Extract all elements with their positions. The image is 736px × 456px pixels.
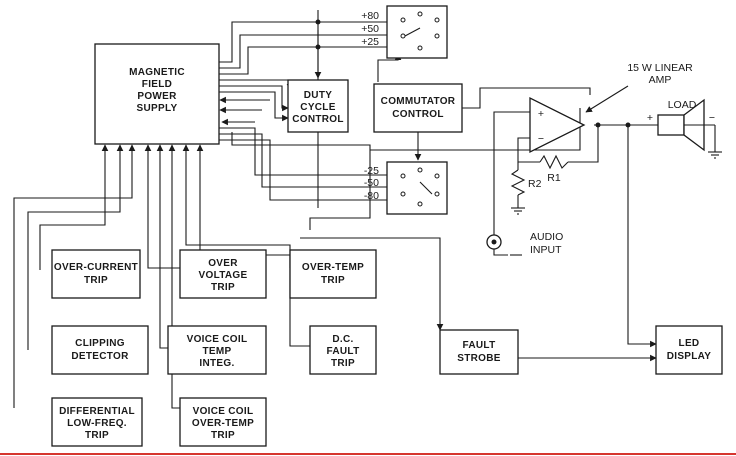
block-differential-low-freq-trip: DIFFERENTIAL LOW-FREQ. TRIP	[51, 397, 143, 447]
audio-input-jack: AUDIO INPUT	[486, 231, 563, 256]
led-display-line-1: LED	[679, 338, 700, 349]
rail-plus-80: +80	[361, 10, 379, 22]
r1-label: R1	[547, 172, 561, 184]
fault-strobe-line-1: FAULT	[463, 340, 496, 351]
amp-label-line-1: 15 W LINEAR	[627, 62, 693, 74]
block-magnetic-field-power-supply: MAGNETIC FIELD POWER SUPPLY	[94, 43, 220, 145]
amp-label-line-2: AMP	[649, 74, 672, 86]
resistor-r2: R2	[510, 169, 542, 215]
ground-symbol-load	[708, 151, 722, 159]
over-voltage-line-3: TRIP	[211, 282, 235, 293]
block-over-voltage-trip: OVER VOLTAGE TRIP	[179, 249, 267, 299]
power-supply-line-3: POWER	[137, 91, 177, 102]
load-minus: −	[709, 112, 715, 124]
voice-coil-overtemp-line-3: TRIP	[211, 430, 235, 441]
over-temp-line-2: TRIP	[321, 275, 345, 286]
positive-rail-labels: +80 +50 +25	[361, 10, 379, 48]
differential-line-2: LOW-FREQ.	[67, 418, 127, 429]
r2-label: R2	[528, 178, 542, 190]
block-over-temp-trip: OVER-TEMP TRIP	[289, 249, 377, 299]
block-over-current-trip: OVER-CURRENT TRIP	[51, 249, 141, 299]
led-display-line-2: DISPLAY	[667, 351, 712, 362]
voice-coil-overtemp-line-2: OVER-TEMP	[192, 418, 254, 429]
block-duty-cycle-control: DUTY CYCLE CONTROL	[287, 79, 349, 133]
rail-minus-50: -50	[364, 177, 379, 189]
block-commutator-control: COMMUTATOR CONTROL	[373, 83, 463, 133]
amp-minus-sign: −	[538, 133, 544, 145]
differential-line-3: TRIP	[85, 430, 109, 441]
amp-plus-sign: +	[538, 108, 544, 120]
over-voltage-line-2: VOLTAGE	[199, 270, 248, 281]
dc-fault-line-1: D.C.	[332, 334, 353, 345]
over-current-line-1: OVER-CURRENT	[54, 262, 138, 273]
dc-fault-line-3: TRIP	[331, 358, 355, 369]
negative-rail-labels: -25 -50 -80	[364, 165, 379, 202]
over-temp-line-1: OVER-TEMP	[302, 262, 364, 273]
power-supply-line-4: SUPPLY	[137, 103, 178, 114]
block-led-display: LED DISPLAY	[655, 325, 723, 375]
linear-amplifier: + − 15 W LINEAR AMP	[529, 62, 693, 154]
ground-symbol-r2	[511, 207, 525, 215]
audio-input-line-2: INPUT	[530, 244, 562, 256]
dc-fault-line-2: FAULT	[327, 346, 360, 357]
lower-commutator-switch	[386, 161, 448, 215]
voice-coil-integ-line-2: TEMP	[203, 346, 232, 357]
block-fault-strobe: FAULT STROBE	[439, 329, 519, 375]
power-supply-line-2: FIELD	[142, 79, 172, 90]
resistor-r1: R1	[539, 154, 569, 184]
block-dc-fault-trip: D.C. FAULT TRIP	[309, 325, 377, 375]
block-voice-coil-temp-integ: VOICE COIL TEMP INTEG.	[167, 325, 267, 375]
rail-minus-80: -80	[364, 190, 379, 202]
voice-coil-overtemp-line-1: VOICE COIL	[193, 406, 254, 417]
fault-strobe-line-2: STROBE	[457, 353, 500, 364]
rail-plus-50: +50	[361, 23, 379, 35]
voice-coil-integ-line-1: VOICE COIL	[187, 334, 248, 345]
rail-minus-25: -25	[364, 165, 379, 177]
clipping-line-1: CLIPPING	[75, 338, 125, 349]
duty-cycle-line-1: DUTY	[304, 90, 332, 101]
load-label: LOAD	[668, 99, 697, 111]
duty-cycle-line-3: CONTROL	[292, 114, 344, 125]
over-current-line-2: TRIP	[84, 275, 108, 286]
upper-commutator-switch	[386, 5, 448, 59]
commutator-line-1: COMMUTATOR	[381, 96, 456, 107]
voice-coil-integ-line-3: INTEG.	[199, 358, 234, 369]
load-speaker: LOAD + −	[647, 98, 722, 159]
commutator-line-2: CONTROL	[392, 109, 444, 120]
audio-input-line-1: AUDIO	[530, 231, 563, 243]
power-supply-line-1: MAGNETIC	[129, 67, 185, 78]
over-voltage-line-1: OVER	[208, 258, 238, 269]
load-plus: +	[647, 112, 653, 124]
clipping-line-2: DETECTOR	[71, 351, 129, 362]
block-clipping-detector: CLIPPING DETECTOR	[51, 325, 149, 375]
rail-plus-25: +25	[361, 36, 379, 48]
duty-cycle-line-2: CYCLE	[300, 102, 335, 113]
differential-line-1: DIFFERENTIAL	[59, 406, 135, 417]
block-voice-coil-over-temp-trip: VOICE COIL OVER-TEMP TRIP	[179, 397, 267, 447]
